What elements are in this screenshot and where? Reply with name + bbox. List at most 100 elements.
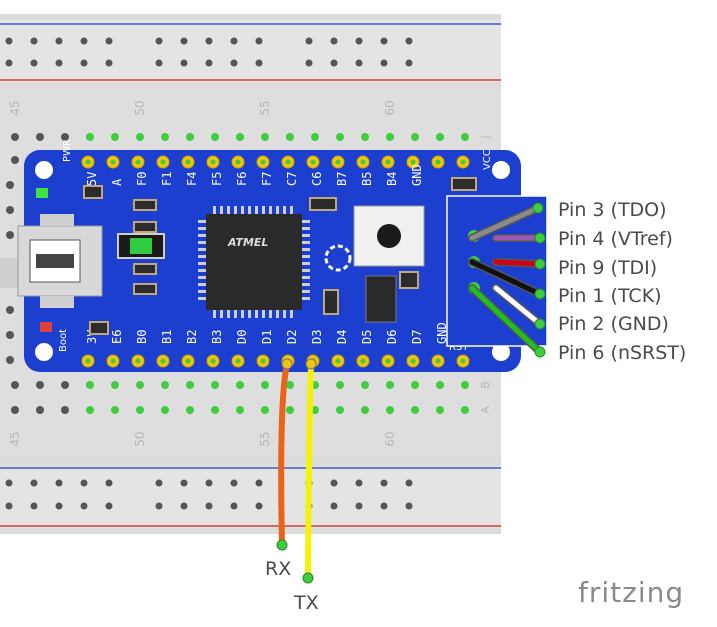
pin-label: D1 <box>260 330 274 344</box>
chip-pin <box>213 310 216 318</box>
pin-label: A <box>110 178 124 186</box>
rail-hole <box>5 59 13 67</box>
terminal-hole <box>6 181 14 189</box>
chip-pin <box>227 206 230 214</box>
terminal-hole <box>386 406 394 414</box>
chip-pin <box>198 297 206 300</box>
jtag-pin-label: Pin 9 (TDI) <box>558 257 658 279</box>
terminal-hole <box>336 406 344 414</box>
jtag-pin-label: Pin 4 (VTref) <box>558 228 673 250</box>
pin-label: GND <box>435 322 449 344</box>
chip-pin <box>290 206 293 214</box>
pin-pad-hole <box>135 159 141 165</box>
pin-pad-hole <box>260 358 266 364</box>
rail-hole <box>355 479 363 487</box>
terminal-hole <box>36 406 44 414</box>
rail-hole <box>205 59 213 67</box>
chip-pin <box>290 310 293 318</box>
rail-hole <box>330 59 338 67</box>
terminal-hole <box>61 133 69 141</box>
terminal-hole <box>211 133 219 141</box>
terminal-hole <box>436 406 444 414</box>
terminal-hole <box>6 306 14 314</box>
pin-pad-hole <box>260 159 266 165</box>
chip-pin <box>220 206 223 214</box>
pin-label: D3 <box>310 330 324 344</box>
rail-hole <box>55 59 63 67</box>
pin-pad-hole <box>210 358 216 364</box>
rail-hole <box>30 59 38 67</box>
usb-tab <box>40 296 74 308</box>
mcu-chip <box>206 214 302 310</box>
rail-hole <box>405 59 413 67</box>
power-rail-bottom <box>0 466 501 528</box>
boot-label: Boot <box>58 329 69 352</box>
pin-label: B2 <box>185 330 199 344</box>
terminal-hole <box>286 133 294 141</box>
pin-label: D4 <box>335 330 349 344</box>
terminal-hole <box>86 133 94 141</box>
rail-hole <box>330 479 338 487</box>
chip-pin <box>198 276 206 279</box>
terminal-hole <box>111 133 119 141</box>
jtag-wire <box>493 259 543 267</box>
chip-pin <box>302 234 310 237</box>
chip-pin <box>302 276 310 279</box>
terminal-hole <box>11 156 19 164</box>
rail-hole <box>380 37 388 45</box>
rail-hole <box>55 479 63 487</box>
wire-end <box>276 539 288 551</box>
terminal-hole <box>261 381 269 389</box>
terminal-hole <box>36 381 44 389</box>
terminal-hole <box>11 133 19 141</box>
chip-pin <box>302 220 310 223</box>
rail-hole <box>155 37 163 45</box>
terminal-hole <box>436 133 444 141</box>
pin-pad-hole <box>360 358 366 364</box>
rail-hole <box>405 37 413 45</box>
terminal-hole <box>336 381 344 389</box>
column-number: 55 <box>258 431 272 446</box>
chip-pin <box>302 297 310 300</box>
chip-pin <box>262 310 265 318</box>
rail-hole <box>155 59 163 67</box>
pin-pad-hole <box>235 159 241 165</box>
pin-pad-hole <box>385 358 391 364</box>
rst-label: RST <box>449 342 469 353</box>
mount-hole <box>35 161 53 179</box>
rail-hole <box>5 502 13 510</box>
chip-pin <box>198 262 206 265</box>
chip-pin <box>283 310 286 318</box>
jtag-wire <box>469 285 543 355</box>
terminal-hole <box>136 381 144 389</box>
terminal-hole <box>161 381 169 389</box>
terminal-hole <box>286 381 294 389</box>
row-letter: A <box>479 406 492 414</box>
center-channel <box>0 258 20 288</box>
chip-pin <box>302 227 310 230</box>
terminal-hole <box>211 381 219 389</box>
pin-pad-hole <box>410 358 416 364</box>
chip-pin <box>198 227 206 230</box>
chip-pin <box>255 310 258 318</box>
pin-pad-hole <box>285 159 291 165</box>
terminal-hole <box>386 381 394 389</box>
boot-led <box>40 322 52 332</box>
pin-label: GND <box>410 164 424 186</box>
column-number: 45 <box>8 100 22 115</box>
terminal-hole <box>6 331 14 339</box>
mount-hole <box>492 343 510 361</box>
rail-hole <box>55 37 63 45</box>
smd-component <box>399 271 419 289</box>
terminal-hole <box>311 133 319 141</box>
rail-hole <box>105 502 113 510</box>
rx-label: RX <box>265 558 292 580</box>
smd-component <box>133 283 157 295</box>
pin-label: B3 <box>210 330 224 344</box>
usb-slot <box>36 254 74 268</box>
terminal-hole <box>6 356 14 364</box>
rail-hole <box>255 59 263 67</box>
pin-label: D0 <box>235 330 249 344</box>
